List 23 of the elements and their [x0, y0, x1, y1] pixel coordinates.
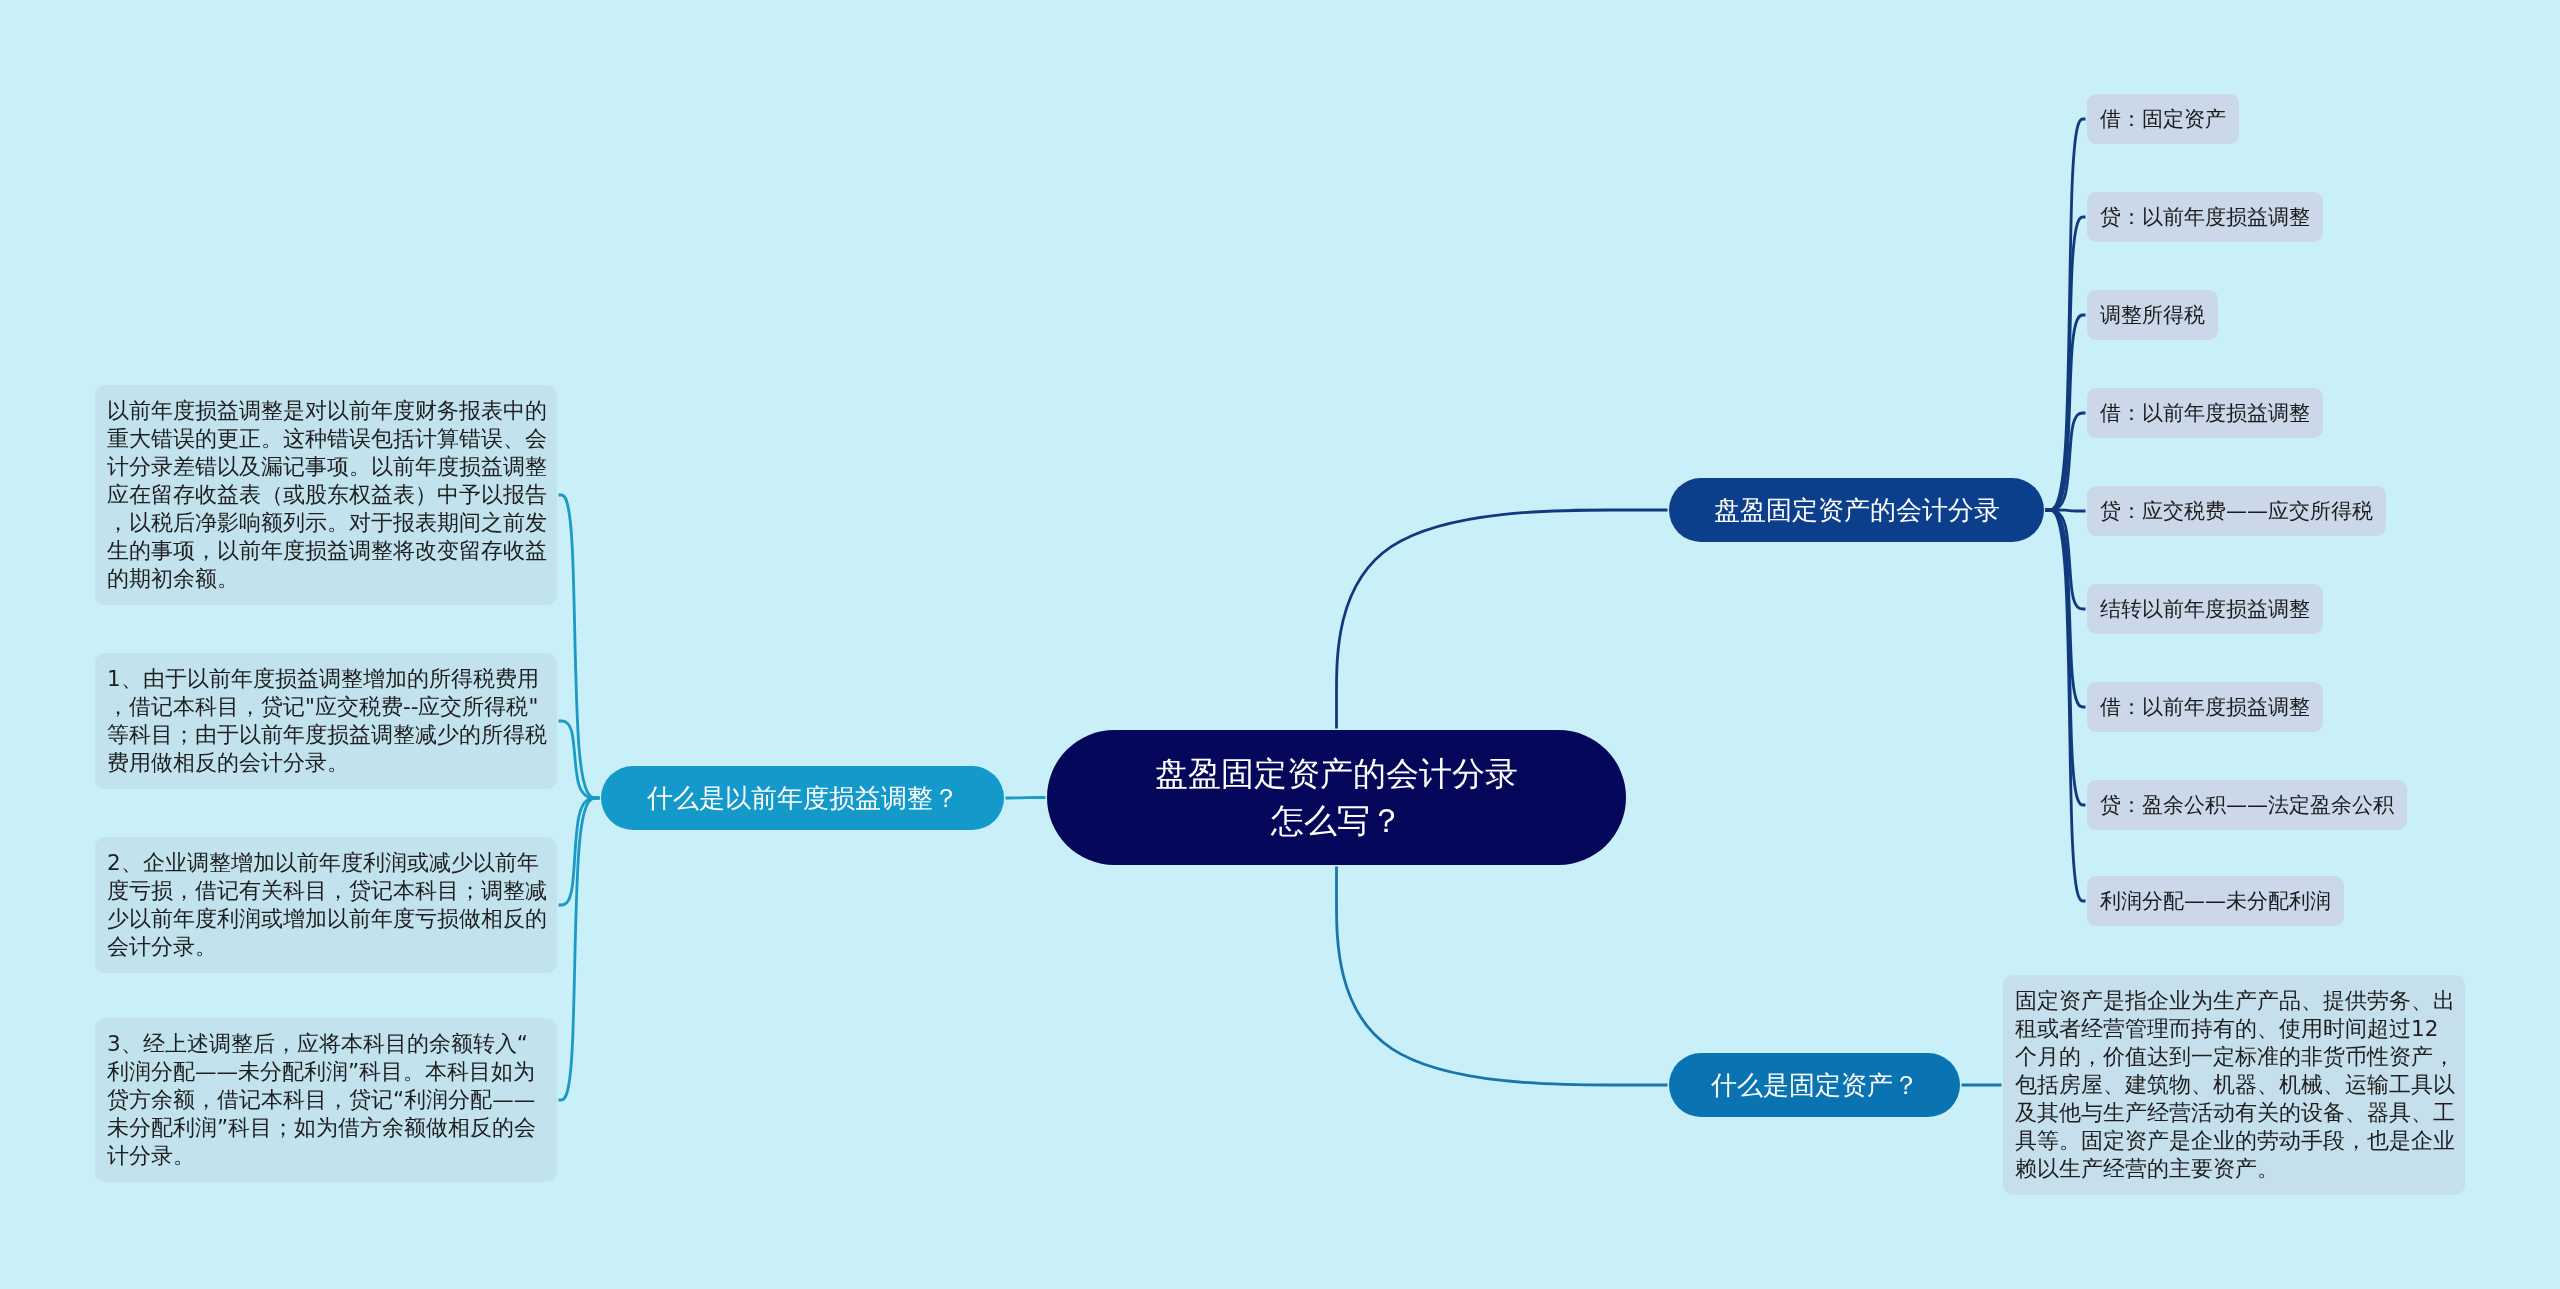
- note-card: 2、企业调整增加以前年度利润或减少以前年度亏损，借记有关科目，贷记本科目；调整减少以前年度利润或增加以前年度亏损做相反的会计分录。: [95, 837, 557, 973]
- subtopic-card: 贷：应交税费——应交所得税: [2087, 486, 2386, 536]
- note-card: 3、经上述调整后，应将本科目的余额转入“利润分配——未分配利润”科目。本科目如为贷方余额，借记本科目，贷记“利润分配——未分配利润”科目；如为借方余额做相反的会计分录。: [95, 1018, 557, 1182]
- branch-topic: 什么是固定资产？: [1669, 1053, 1960, 1117]
- subtopic-card: 借：以前年度损益调整: [2087, 682, 2323, 732]
- subtopic-card: 利润分配——未分配利润: [2087, 876, 2344, 926]
- subtopic-card: 借：以前年度损益调整: [2087, 388, 2323, 438]
- subtopic-card: 贷：以前年度损益调整: [2087, 192, 2323, 242]
- subtopic-card: 结转以前年度损益调整: [2087, 584, 2323, 634]
- central-topic: 盘盈固定资产的会计分录怎么写？: [1047, 730, 1626, 865]
- subtopic-card: 借：固定资产: [2087, 94, 2239, 144]
- note-card: 以前年度损益调整是对以前年度财务报表中的重大错误的更正。这种错误包括计算错误、会计分录差错以及漏记事项。以前年度损益调整应在留存收益表（或股东权益表）中予以报告，以税后净影响额列示。对于报表期间之前发生的事项，以前年度损益调整将改变留存收益的期初余额。: [95, 385, 557, 605]
- note-card: 固定资产是指企业为生产产品、提供劳务、出租或者经营管理而持有的、使用时间超过12个月的，价值达到一定标准的非货币性资产，包括房屋、建筑物、机器、机械、运输工具以及其他与生产经营活动有关的设备、器具、工具等。固定资产是企业的劳动手段，也是企业赖以生产经营的主要资产。: [2003, 975, 2465, 1195]
- connector-line: [558, 796, 600, 1102]
- subtopic-card: 贷：盈余公积——法定盈余公积: [2087, 780, 2407, 830]
- branch-topic: 什么是以前年度损益调整？: [601, 766, 1004, 830]
- connector-line: [1335, 866, 1668, 1087]
- connector-line: [1961, 1083, 2002, 1087]
- branch-topic: 盘盈固定资产的会计分录: [1669, 478, 2044, 542]
- subtopic-card: 调整所得税: [2087, 290, 2218, 340]
- note-card: 1、由于以前年度损益调整增加的所得税费用，借记本科目，贷记"应交税费--应交所得税"等科目；由于以前年度损益调整减少的所得税费用做相反的会计分录。: [95, 653, 557, 789]
- connector-line: [1005, 796, 1046, 800]
- connector-line: [1335, 508, 1668, 729]
